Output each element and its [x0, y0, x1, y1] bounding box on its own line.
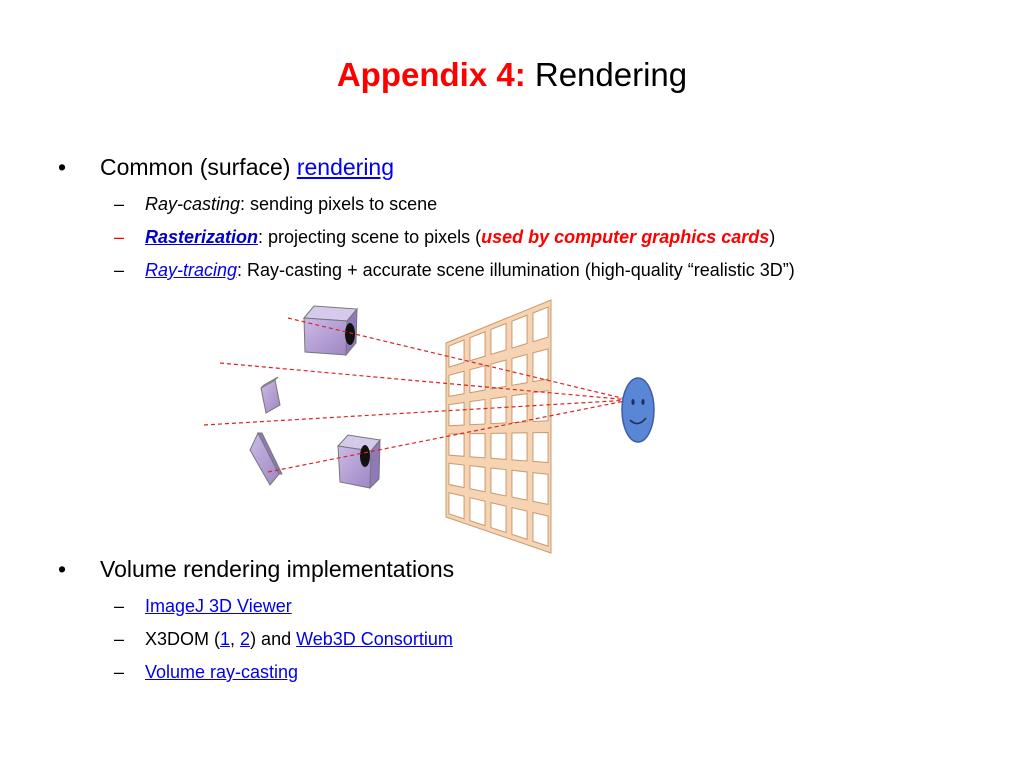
- x3dom-link-2[interactable]: 2: [240, 629, 251, 649]
- x3dom-link-1[interactable]: 1: [220, 629, 231, 649]
- rays: [203, 317, 631, 473]
- object-cube-bottom: [337, 434, 381, 490]
- dash: –: [114, 596, 125, 616]
- close-paren: ): [769, 227, 776, 247]
- bullet-text: Common (surface): [100, 154, 297, 180]
- bullet-dot: •: [58, 556, 67, 582]
- grid-cell: [469, 465, 486, 493]
- separator: ,: [230, 629, 241, 649]
- grid-cell: [532, 306, 549, 343]
- rendering-link[interactable]: rendering: [296, 154, 395, 180]
- grid-cell: [448, 401, 465, 427]
- slide-title: Appendix 4: Rendering: [0, 52, 1024, 98]
- grid-cell: [532, 348, 549, 383]
- bullet-text: Volume rendering implementations: [100, 556, 455, 582]
- and-text: ) and: [250, 629, 297, 649]
- grid-cell: [511, 393, 528, 424]
- grid-cell: [511, 432, 528, 462]
- sub-item-imagej: –ImageJ 3D Viewer: [114, 594, 292, 618]
- rasterization-link[interactable]: Rasterization: [145, 227, 259, 247]
- desc-ray-casting: : sending pixels to scene: [240, 194, 438, 214]
- sub-item-x3dom: –X3DOM (1, 2) and Web3D Consortium: [114, 627, 453, 651]
- object-slab-middle: [260, 376, 281, 414]
- grid-cell: [448, 339, 465, 368]
- grid-cell: [448, 370, 465, 398]
- object-cube-top: [302, 305, 359, 357]
- bullet-common-rendering: • Common (surface) rendering: [58, 152, 394, 182]
- grid-cell: [448, 492, 465, 520]
- grid-cell: [490, 501, 507, 534]
- grid-cell: [469, 331, 486, 362]
- grid-cell: [490, 432, 507, 460]
- term-ray-casting: Ray-casting: [145, 194, 241, 214]
- sub-item-volume-ray-casting: –Volume ray-casting: [114, 660, 298, 684]
- dash: –: [114, 629, 125, 649]
- gpu-highlight: used by computer graphics cards: [481, 227, 770, 247]
- grid-cell: [532, 390, 549, 423]
- grid-cell: [469, 364, 486, 394]
- ray-tracing-link[interactable]: Ray-tracing: [145, 260, 238, 280]
- volume-ray-casting-link[interactable]: Volume ray-casting: [145, 662, 299, 682]
- dash: –: [114, 260, 125, 280]
- grid-cell: [490, 359, 507, 390]
- grid-cell: [532, 472, 549, 505]
- grid-cell: [448, 462, 465, 489]
- desc-rasterization: : projecting scene to pixels (: [258, 227, 482, 247]
- desc-ray-tracing: : Ray-casting + accurate scene illuminat…: [237, 260, 795, 280]
- bullet-volume-rendering: • Volume rendering implementations: [58, 554, 454, 584]
- grid-cell: [511, 353, 528, 386]
- grid-cell: [511, 469, 528, 501]
- dash: –: [114, 662, 125, 682]
- sub-item-ray-casting: –Ray-casting: sending pixels to scene: [114, 192, 437, 216]
- grid-cell: [448, 433, 465, 457]
- grid-cell: [469, 432, 486, 459]
- grid-cell: [511, 314, 528, 349]
- x3dom-text: X3DOM (: [145, 629, 221, 649]
- sub-item-rasterization: –Rasterization: projecting scene to pixe…: [114, 225, 775, 249]
- dash: –: [114, 194, 125, 214]
- grid-cell: [469, 497, 486, 527]
- grid-cell: [490, 322, 507, 356]
- object-slab-bottom: [249, 431, 283, 486]
- viewer-face-icon: [621, 377, 655, 443]
- imagej-3d-viewer-link[interactable]: ImageJ 3D Viewer: [145, 596, 292, 616]
- title-rest: Rendering: [525, 56, 688, 93]
- grid-cell: [532, 511, 549, 547]
- bullet-dot: •: [58, 154, 67, 180]
- grid-cell: [469, 398, 486, 426]
- grid-cell: [490, 396, 507, 425]
- sub-item-ray-tracing: –Ray-tracing: Ray-casting + accurate sce…: [114, 258, 795, 282]
- grid-cell: [532, 431, 549, 464]
- grid-cell: [490, 467, 507, 497]
- web3d-consortium-link[interactable]: Web3D Consortium: [296, 629, 453, 649]
- grid-cell: [511, 506, 528, 540]
- dash: –: [114, 227, 125, 247]
- title-prefix: Appendix 4:: [336, 56, 526, 93]
